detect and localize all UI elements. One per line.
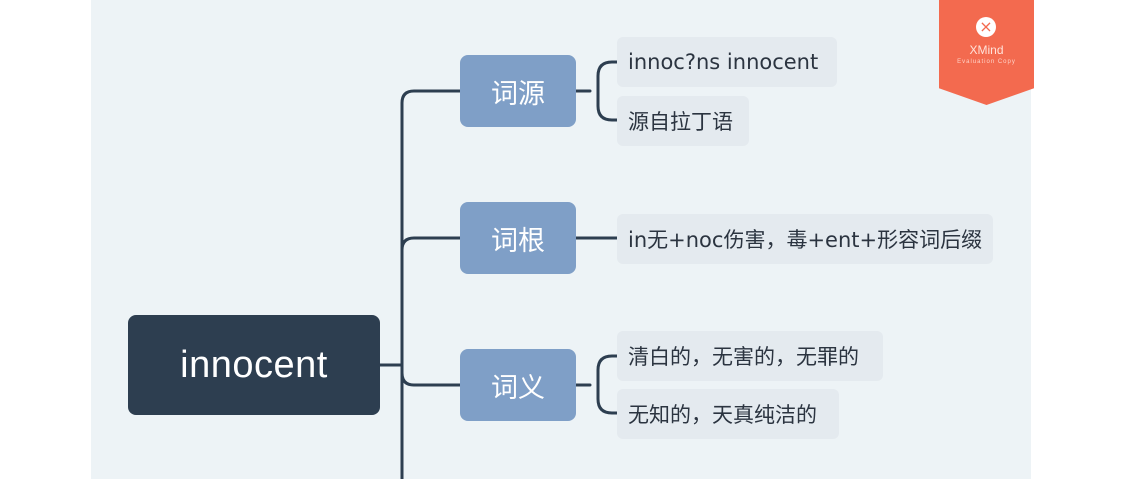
leaf-topic-etymology-origin[interactable]: 源自拉丁语 <box>617 96 749 146</box>
watermark-brand: XMind <box>969 43 1004 57</box>
close-icon[interactable]: × <box>976 17 996 37</box>
leaf-topic-root-breakdown[interactable]: in无+noc伤害，毒+ent+形容词后缀 <box>617 214 993 264</box>
branch-topic-meaning[interactable]: 词义 <box>460 349 576 421</box>
leaf-topic-meaning-naive[interactable]: 无知的，天真纯洁的 <box>617 389 839 439</box>
connector-leaf-1-1 <box>574 60 619 122</box>
branch-topic-etymology[interactable]: 词源 <box>460 55 576 127</box>
connector-branch-2 <box>400 236 462 252</box>
connector-branch-3 <box>400 371 462 387</box>
leaf-topic-etymology-form[interactable]: innoc?ns innocent <box>617 37 837 87</box>
connector-leaf-3-1 <box>574 354 619 415</box>
watermark-note: Evaluation Copy <box>957 59 1016 65</box>
xmind-watermark: × XMind Evaluation Copy <box>939 0 1034 105</box>
branch-topic-word-root[interactable]: 词根 <box>460 202 576 274</box>
root-topic[interactable]: innocent <box>128 315 380 415</box>
connector-trunk <box>400 89 462 479</box>
leaf-topic-meaning-innocent[interactable]: 清白的，无害的，无罪的 <box>617 331 883 381</box>
